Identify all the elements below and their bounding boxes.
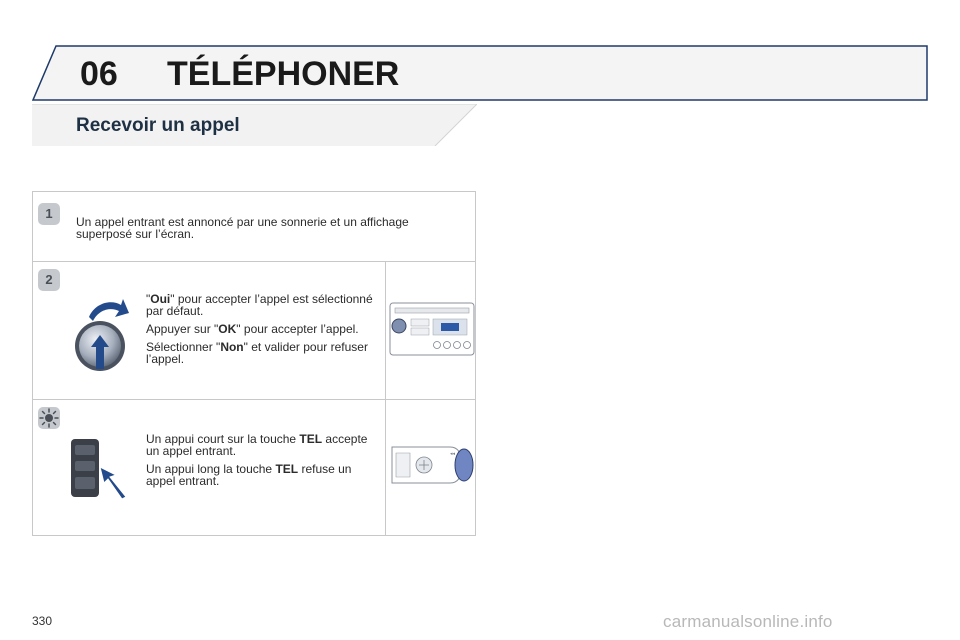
tip-line-1-post: accepte un appel entrant. (146, 432, 368, 458)
steps-panel: 1 Un appel entrant est annoncé par une s… (32, 191, 476, 536)
chapter-number: 06 (80, 55, 118, 93)
step-tip-row: Un appui court sur la touche TEL accepte… (33, 399, 475, 536)
chapter-title: TÉLÉPHONER (167, 55, 400, 93)
non-label: Non (220, 340, 244, 354)
step-1-text: Un appel entrant est annoncé par une son… (76, 216, 456, 246)
page-number: 330 (32, 614, 53, 628)
chapter-header: 06 TÉLÉPHONER (32, 45, 928, 101)
tip-badge (38, 407, 60, 429)
step-2-row: 2 "Oui" pour accepter l’appel est sélect… (33, 261, 475, 400)
svg-text:◂◂: ◂◂ (450, 451, 456, 457)
step-2-line-1-post: " pour accepter l’appel est sélectionné … (146, 292, 373, 318)
step-2-line-2-pre: Appuyer sur " (146, 322, 219, 336)
tel-label-2: TEL (275, 462, 299, 476)
radio-panel-icon (389, 302, 475, 356)
step-1-row: 1 Un appel entrant est annoncé par une s… (33, 192, 475, 262)
step-2-text: "Oui" pour accepter l’appel est sélectio… (146, 293, 381, 371)
step-1-badge: 1 (38, 203, 60, 225)
tel-label-1: TEL (299, 432, 323, 446)
watermark: carmanualsonline.info (663, 612, 833, 631)
step-2-line-1-pre: " (146, 292, 151, 306)
tip-text: Un appui court sur la touche TEL accepte… (146, 433, 376, 493)
steering-control-icon: ◂◂ (391, 446, 474, 484)
rotary-knob-icon (75, 299, 129, 371)
tip-line-1: Un appui court sur la touche TEL accepte… (146, 433, 376, 457)
tip-image-cell: ◂◂ (385, 399, 476, 536)
section-banner: Recevoir un appel (32, 103, 479, 147)
step-2-line-2-post: " pour accepter l’appel. (236, 322, 359, 336)
step-1-description: Un appel entrant est annoncé par une son… (76, 215, 409, 241)
tip-line-2-post: refuse un appel entrant. (146, 462, 352, 488)
tip-line-2: Un appui long la touche TEL refuse un ap… (146, 463, 376, 487)
step-2-line-3-pre: Sélectionner " (146, 340, 221, 354)
tip-line-1-pre: Un appui court sur la touche (146, 432, 300, 446)
step-2-line-2: Appuyer sur "OK" pour accepter l’appel. (146, 323, 381, 335)
step-2-line-3: Sélectionner "Non" et valider pour refus… (146, 341, 381, 365)
section-title: Recevoir un appel (76, 115, 240, 136)
steering-stalk-icon (71, 439, 127, 500)
step-2-line-3-post: " et valider pour refuser l’appel. (146, 340, 368, 366)
chapter-header-frame (32, 45, 928, 101)
ok-label: OK (218, 322, 237, 336)
tip-line-2-pre: Un appui long la touche (146, 462, 276, 476)
step-2-line-1: "Oui" pour accepter l’appel est sélectio… (146, 293, 381, 317)
step-2-badge: 2 (38, 269, 60, 291)
oui-label: Oui (150, 292, 171, 306)
tip-icon (39, 408, 59, 428)
step-2-image-cell (385, 261, 476, 399)
